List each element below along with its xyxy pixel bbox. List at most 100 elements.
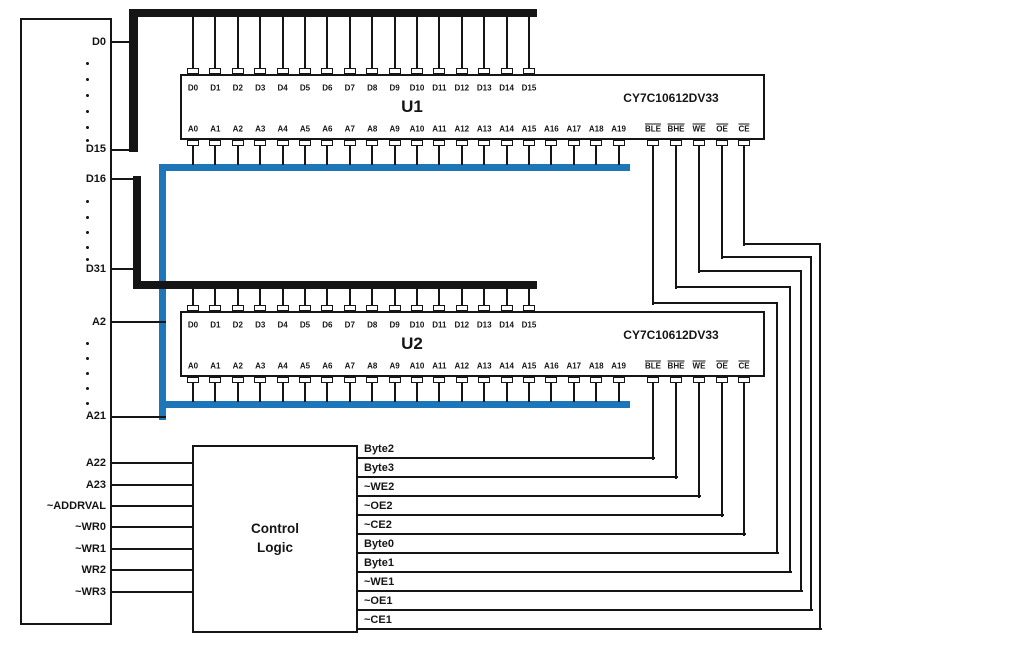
pin-pad-u1-a8: [366, 140, 379, 146]
data-bus-drop-u1: [259, 17, 262, 69]
output-label-nce1: ~CE1: [364, 614, 392, 626]
output-label-byte2: Byte2: [364, 443, 394, 455]
ellipsis-dot: [86, 110, 89, 113]
pin-label-u1-bhe: BHE: [667, 123, 685, 134]
pin-label-u1-d1: D1: [210, 83, 221, 93]
pin-pad-u1-bhe: [670, 140, 682, 146]
pin-label-u2-a13: A13: [476, 361, 492, 371]
addr-wire-u2: [259, 383, 262, 402]
ellipsis-dot: [86, 216, 89, 219]
pin-pad-u1-d14: [500, 68, 513, 74]
pin-pad-u1-a13: [478, 140, 491, 146]
processor-pin-stub: [112, 416, 166, 418]
pin-label-u2-a2: A2: [232, 361, 243, 371]
pin-pad-u1-d12: [455, 68, 468, 74]
pin-label-u2-d0: D0: [187, 320, 199, 330]
pin-pad-u2-ble: [647, 377, 659, 383]
output-label-noe2: ~OE2: [364, 500, 393, 512]
control-logic-title-line2: Logic: [257, 540, 293, 555]
output-line-byte1: [358, 571, 792, 573]
pin-label-u2-a4: A4: [277, 361, 288, 371]
data-bus-drop-u1: [236, 17, 239, 69]
pin-pad-u2-a0: [187, 377, 199, 383]
output-label-nce2: ~CE2: [364, 519, 392, 531]
data-bus-d0-d15-horizontal: [129, 9, 537, 17]
processor-pin-stub: [112, 41, 133, 43]
processor-pin-label-A2: A2: [91, 316, 106, 328]
ellipsis-dot: [86, 200, 89, 203]
pin-label-u1-a6: A6: [322, 124, 333, 134]
pin-pad-u2-d11: [433, 305, 446, 311]
chip-u1: U1 CY7C10612DV33: [180, 74, 765, 140]
pin-pad-u1-ble: [647, 140, 659, 146]
pin-pad-u1-a7: [343, 140, 356, 146]
processor-pin-stub: [112, 505, 192, 507]
address-bus-u1: [159, 164, 630, 171]
chip-u2-part: CY7C10612DV33: [623, 328, 719, 342]
addr-wire-u1: [393, 146, 396, 165]
processor-pin-stub: [112, 462, 192, 464]
data-bus-drop-u2: [214, 288, 217, 306]
pin-pad-u2-a6: [321, 377, 334, 383]
output-line-byte3: [358, 476, 678, 478]
pin-pad-u1-d6: [321, 68, 334, 74]
pin-pad-u2-a16: [545, 377, 558, 383]
pin-pad-u2-d9: [388, 305, 401, 311]
ctrl-wire-u1: [721, 256, 812, 258]
overline-bar: BLE: [645, 360, 661, 371]
pin-label-u1-a0: A0: [187, 124, 199, 134]
addr-wire-u1: [550, 146, 553, 165]
ellipsis-dot: [86, 387, 89, 390]
processor-pin-stub: [112, 268, 141, 270]
pin-label-u1-d6: D6: [322, 83, 333, 93]
addr-wire-u1: [460, 146, 463, 165]
pin-pad-u1-a0: [187, 140, 199, 146]
pin-label-u1-a16: A16: [544, 124, 559, 134]
ellipsis-dot: [86, 231, 89, 234]
pin-label-u2-d12: D12: [454, 320, 470, 330]
pin-pad-u2-a9: [388, 377, 401, 383]
pin-label-u1-a7: A7: [344, 124, 355, 134]
pin-pad-u2-d2: [231, 305, 244, 311]
processor-pin-label-WR3: ~WR3: [75, 586, 106, 598]
pin-pad-u1-a14: [500, 140, 513, 146]
data-bus-d0-d15-vertical: [129, 9, 138, 152]
pin-pad-u2-a1: [209, 377, 222, 383]
data-bus-drop-u2: [192, 288, 194, 306]
ellipsis-dot: [86, 342, 89, 345]
pin-label-u1-a3: A3: [255, 124, 266, 134]
address-bus-u2: [159, 401, 630, 408]
ctrl-wire-u2: [743, 383, 745, 536]
output-line-noe1: [358, 609, 813, 611]
addr-wire-u1: [483, 146, 486, 165]
output-line-nce1: [358, 628, 822, 630]
pin-label-u2-a18: A18: [588, 361, 604, 371]
pin-pad-u2-a8: [366, 377, 379, 383]
pin-pad-u1-a1: [209, 140, 222, 146]
pin-label-u2-d11: D11: [432, 320, 447, 330]
pin-pad-u2-d7: [343, 305, 356, 311]
pin-label-u2-ce: CE: [738, 360, 750, 371]
addr-wire-u1: [214, 146, 217, 165]
ellipsis-dot: [86, 62, 89, 65]
pin-label-u2-a19: A19: [611, 361, 626, 371]
processor-pin-stub: [112, 321, 166, 323]
pin-label-u2-d10: D10: [409, 320, 425, 330]
pin-label-u1-a14: A14: [499, 124, 514, 134]
control-logic-title: Control Logic: [194, 519, 356, 557]
overline-bar: WE: [692, 360, 706, 371]
pin-label-u1-a13: A13: [476, 124, 492, 134]
addr-wire-u1: [281, 146, 284, 165]
overline-bar: BHE: [667, 360, 685, 371]
pin-label-u1-we: WE: [692, 123, 706, 134]
pin-pad-u2-ce: [738, 377, 750, 383]
pin-pad-u1-a5: [299, 140, 311, 146]
pin-pad-u1-a9: [388, 140, 401, 146]
pin-label-u1-a19: A19: [611, 124, 626, 134]
processor-pin-stub: [112, 591, 192, 593]
addr-wire-u1: [416, 146, 418, 165]
pin-pad-u2-d6: [321, 305, 334, 311]
pin-pad-u2-a18: [590, 377, 603, 383]
pin-label-u2-d6: D6: [322, 320, 333, 330]
pin-label-u2-d4: D4: [277, 320, 288, 330]
